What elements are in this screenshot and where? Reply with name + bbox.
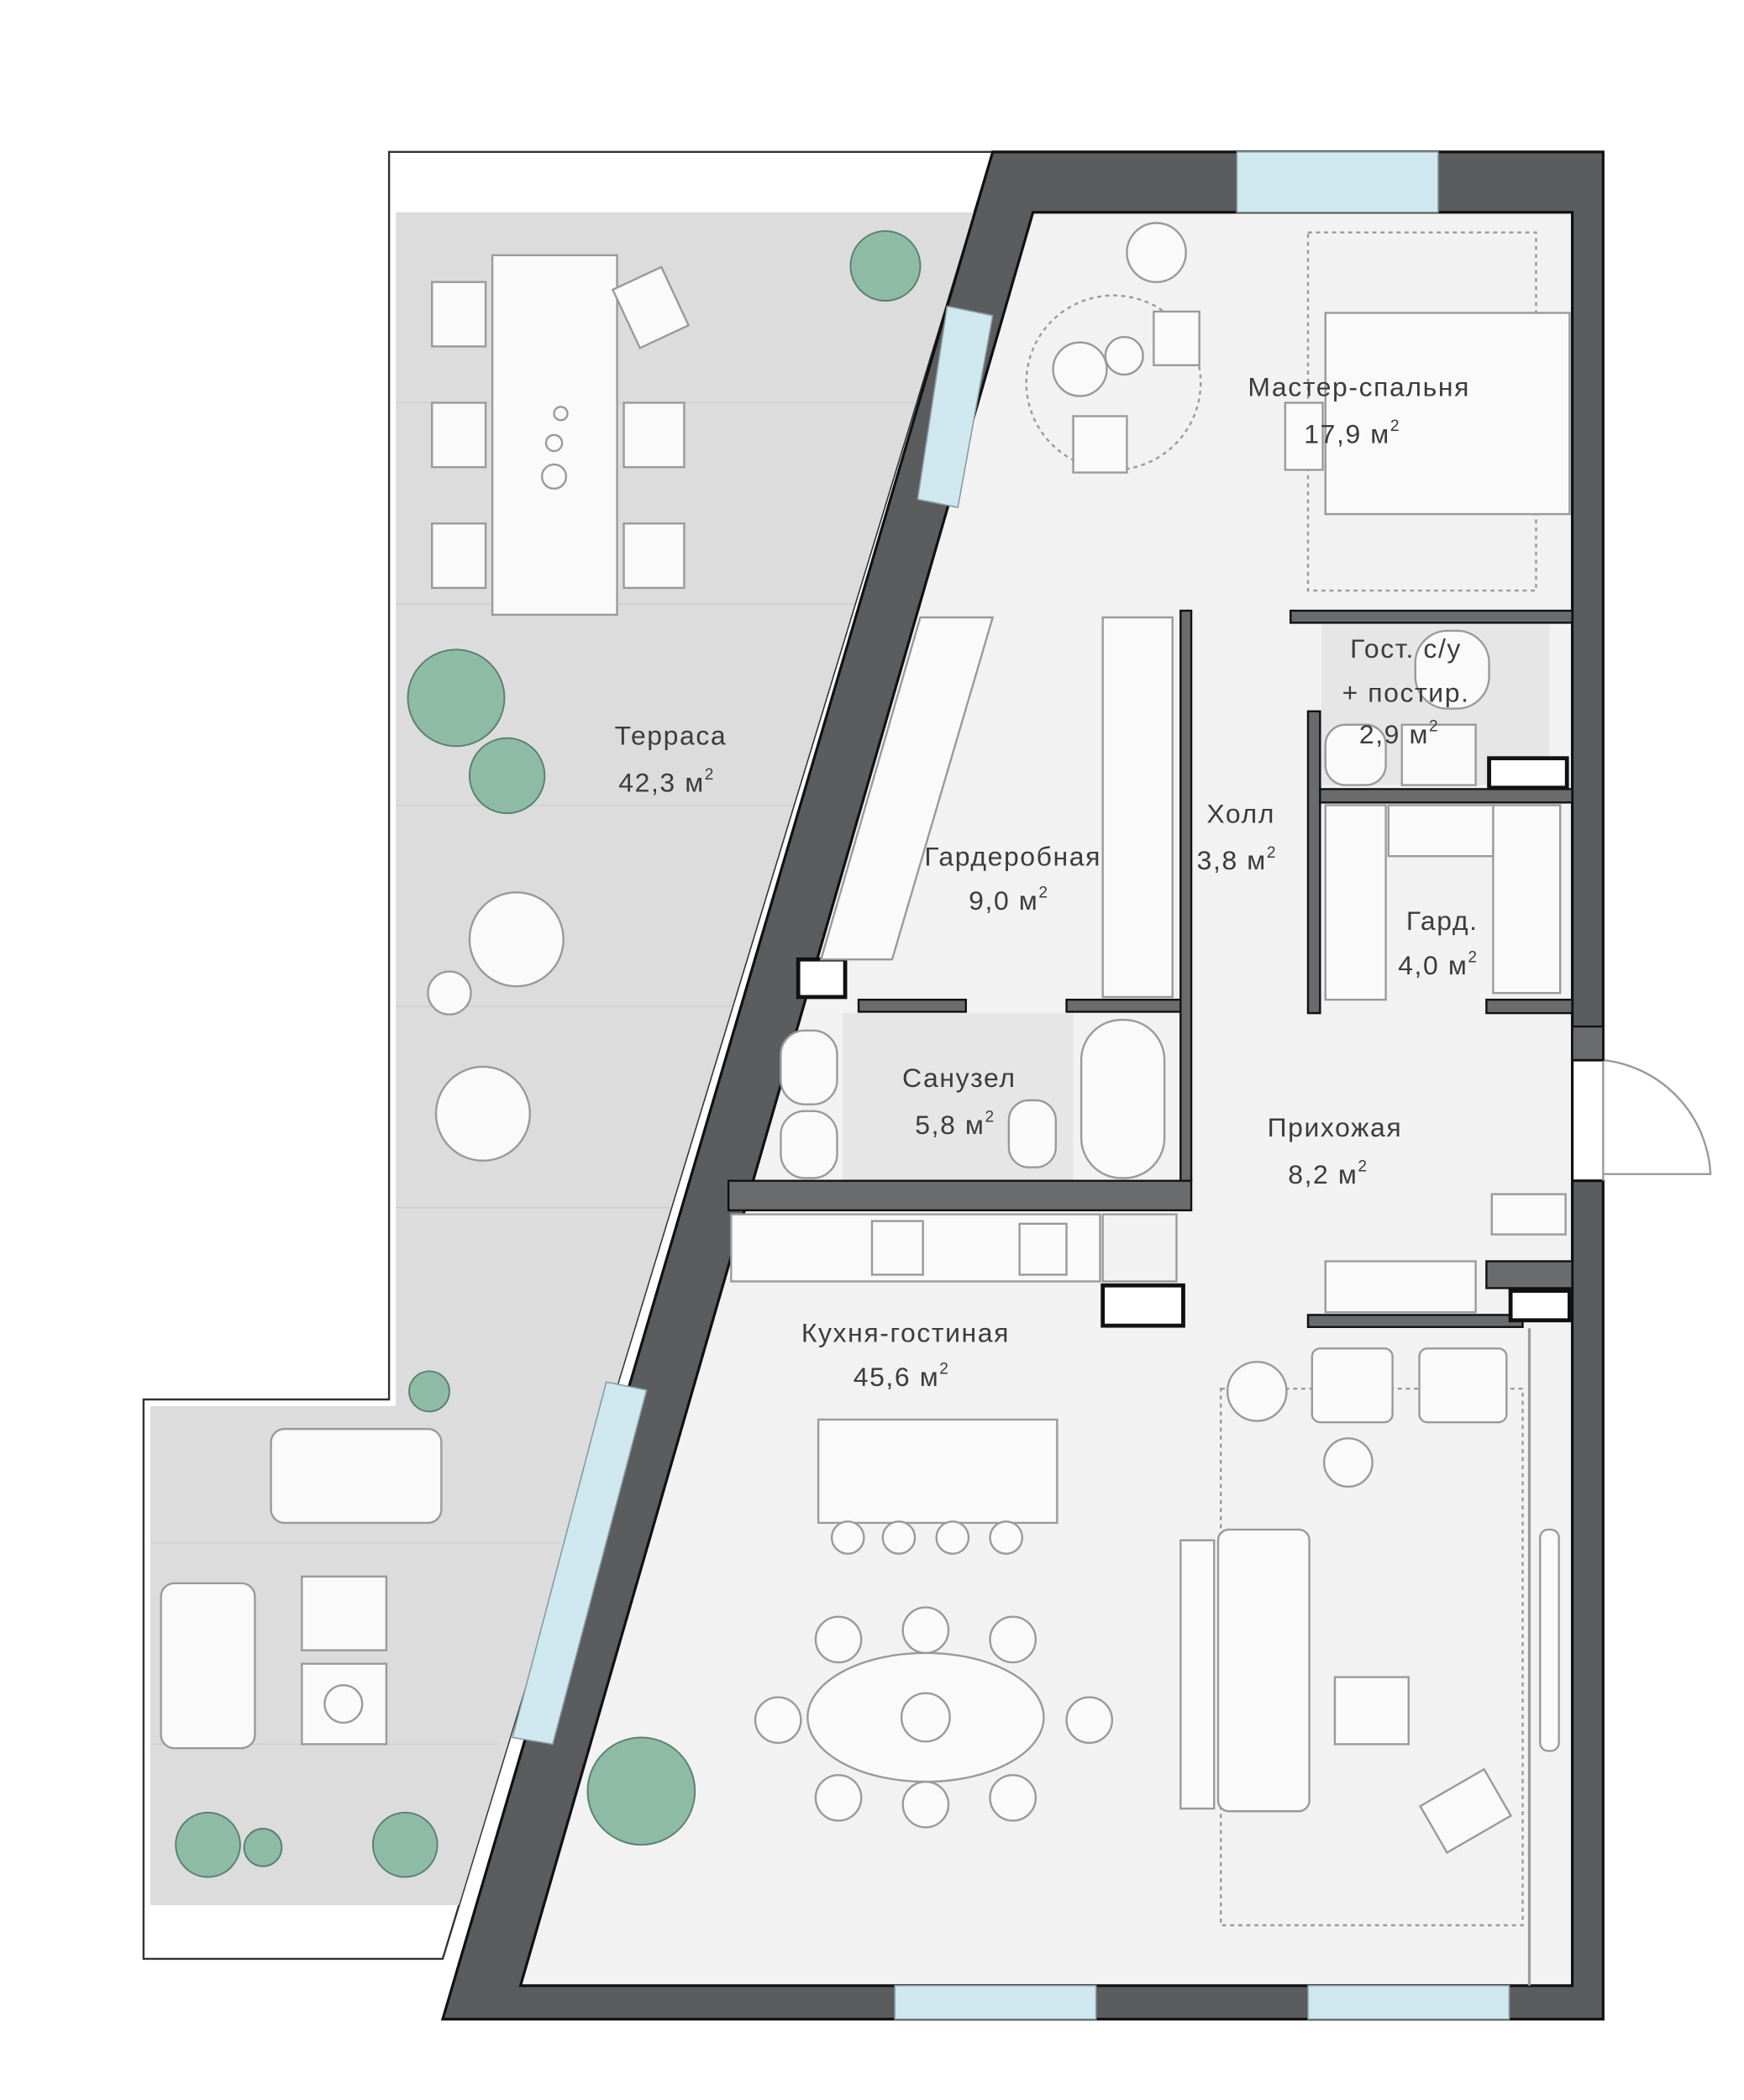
room-label-guest-bath: Гост. с/у (1350, 633, 1462, 664)
room-label-hall: Холл (1206, 798, 1275, 828)
plant-icon (586, 1736, 696, 1846)
plant-icon (408, 1370, 450, 1413)
room-area-bathroom: 5,8 м2 (915, 1108, 995, 1139)
room-label-terrace: Терраса (615, 721, 728, 751)
room-area-walk-in-closet: 9,0 м2 (969, 885, 1048, 916)
window (894, 1985, 1097, 2020)
plant-icon (371, 1811, 439, 1878)
room-label-walk-in-closet: Гардеробная (924, 841, 1101, 871)
interior-walls (727, 609, 1605, 1986)
plant-icon (175, 1811, 241, 1878)
room-area-hall: 3,8 м2 (1197, 844, 1277, 875)
dining-table (806, 1651, 1045, 1783)
plant-icon (243, 1828, 283, 1867)
room-area-kitchen-living: 45,6 м2 (854, 1361, 950, 1392)
room-area-master-bedroom: 17,9 м2 (1304, 417, 1400, 449)
bathtub (1079, 1018, 1166, 1179)
room-label-master-bedroom: Мастер-спальня (1248, 372, 1470, 402)
room-area-entrance: 8,2 м2 (1288, 1158, 1368, 1189)
sofa (160, 1582, 256, 1750)
wardrobe (819, 616, 995, 961)
window (512, 1381, 648, 1746)
armchair (468, 891, 565, 988)
window (1307, 1985, 1510, 2020)
terrace-furniture (160, 230, 922, 1878)
armchair (434, 1065, 531, 1162)
room-label-entrance: Прихожая (1268, 1112, 1403, 1142)
kitchen-counter (730, 1213, 1101, 1283)
room-label-kitchen-living: Кухня-гостиная (801, 1317, 1010, 1347)
plant-icon (468, 737, 546, 815)
interior-furniture (586, 222, 1571, 1927)
room-area-guest-bath: 2,9 м2 (1359, 718, 1439, 749)
room-label-bathroom: Санузел (902, 1063, 1016, 1093)
plant-icon (849, 230, 922, 302)
sofa (1216, 1528, 1311, 1813)
window (917, 305, 994, 508)
room-label-guest-bath-laundry: + постир. (1342, 678, 1470, 708)
sofa (270, 1427, 443, 1525)
plant-icon (407, 648, 506, 748)
window (1236, 151, 1439, 213)
room-area-terrace: 42,3 м2 (618, 766, 715, 797)
kitchen-island (817, 1418, 1058, 1525)
room-label-closet-small: Гард. (1406, 906, 1479, 936)
wardrobe (1101, 616, 1174, 999)
room-area-closet-small: 4,0 м2 (1398, 948, 1478, 979)
bed (1324, 312, 1571, 516)
room-labels: Мастер-спальня 17,9 м2 Гост. с/у + пости… (615, 372, 1479, 1393)
round-rug (1025, 294, 1202, 471)
entrance-door[interactable] (1602, 1058, 1712, 1181)
